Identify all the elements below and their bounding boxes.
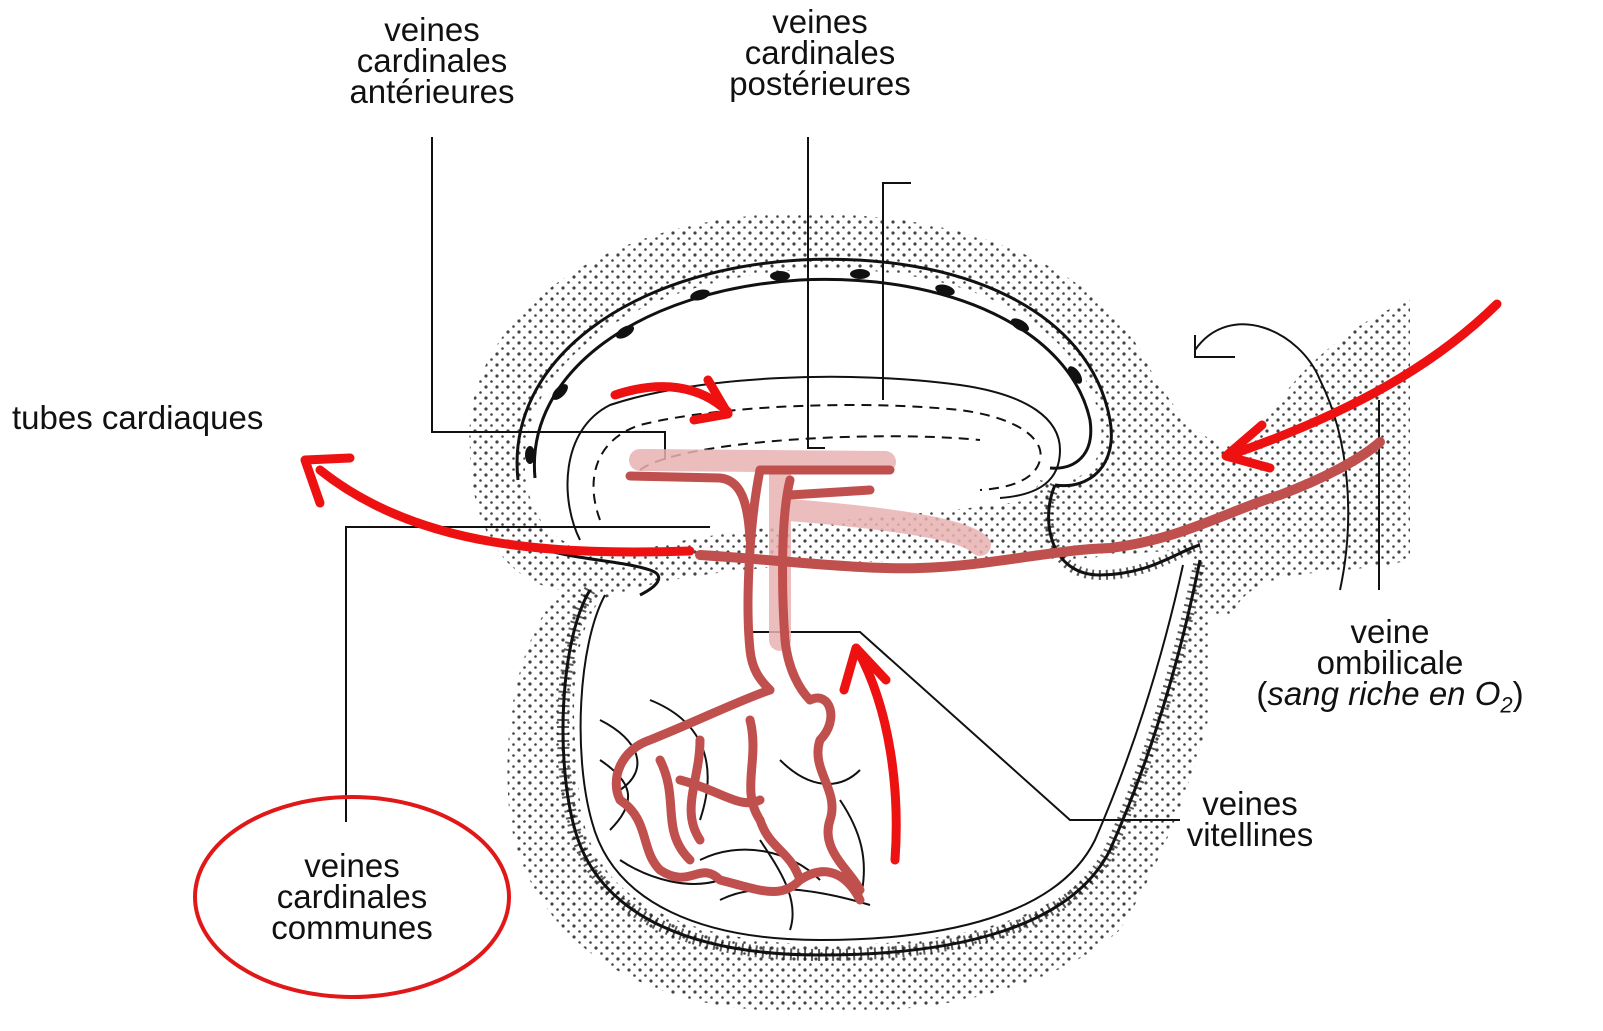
- label-line: antérieures: [312, 76, 552, 107]
- label-umbilical-vein: veine ombilicale (sang riche en O2): [1210, 614, 1570, 723]
- label-line: tubes cardiaques: [12, 402, 263, 433]
- label-line: cardinales: [312, 45, 552, 76]
- label-anterior-cardinal-veins: veines cardinales antérieures: [312, 12, 552, 109]
- label-line: vitellines: [1150, 819, 1350, 850]
- paren-close: ): [1513, 675, 1524, 712]
- oxygen-text: sang riche en O: [1267, 675, 1500, 712]
- label-line: veine: [1210, 616, 1570, 647]
- label-line-oxygen: (sang riche en O2): [1210, 678, 1570, 721]
- label-line: veines: [232, 850, 472, 881]
- label-line: postérieures: [690, 68, 950, 99]
- label-common-cardinal-veins: veines cardinales communes: [232, 850, 472, 943]
- label-line: communes: [232, 912, 472, 943]
- label-line: veines: [312, 14, 552, 45]
- label-line: veines: [690, 6, 950, 37]
- oxygen-subscript: 2: [1500, 693, 1512, 718]
- label-posterior-cardinal-veins: veines cardinales postérieures: [690, 4, 950, 101]
- label-heart-tubes: tubes cardiaques: [12, 402, 263, 433]
- label-line: veines: [1150, 788, 1350, 819]
- label-vitelline-veins: veines vitellines: [1150, 788, 1350, 850]
- label-line: ombilicale: [1210, 647, 1570, 678]
- label-line: cardinales: [232, 881, 472, 912]
- paren-open: (: [1256, 675, 1267, 712]
- label-line: cardinales: [690, 37, 950, 68]
- leader-allantois: [1195, 335, 1235, 357]
